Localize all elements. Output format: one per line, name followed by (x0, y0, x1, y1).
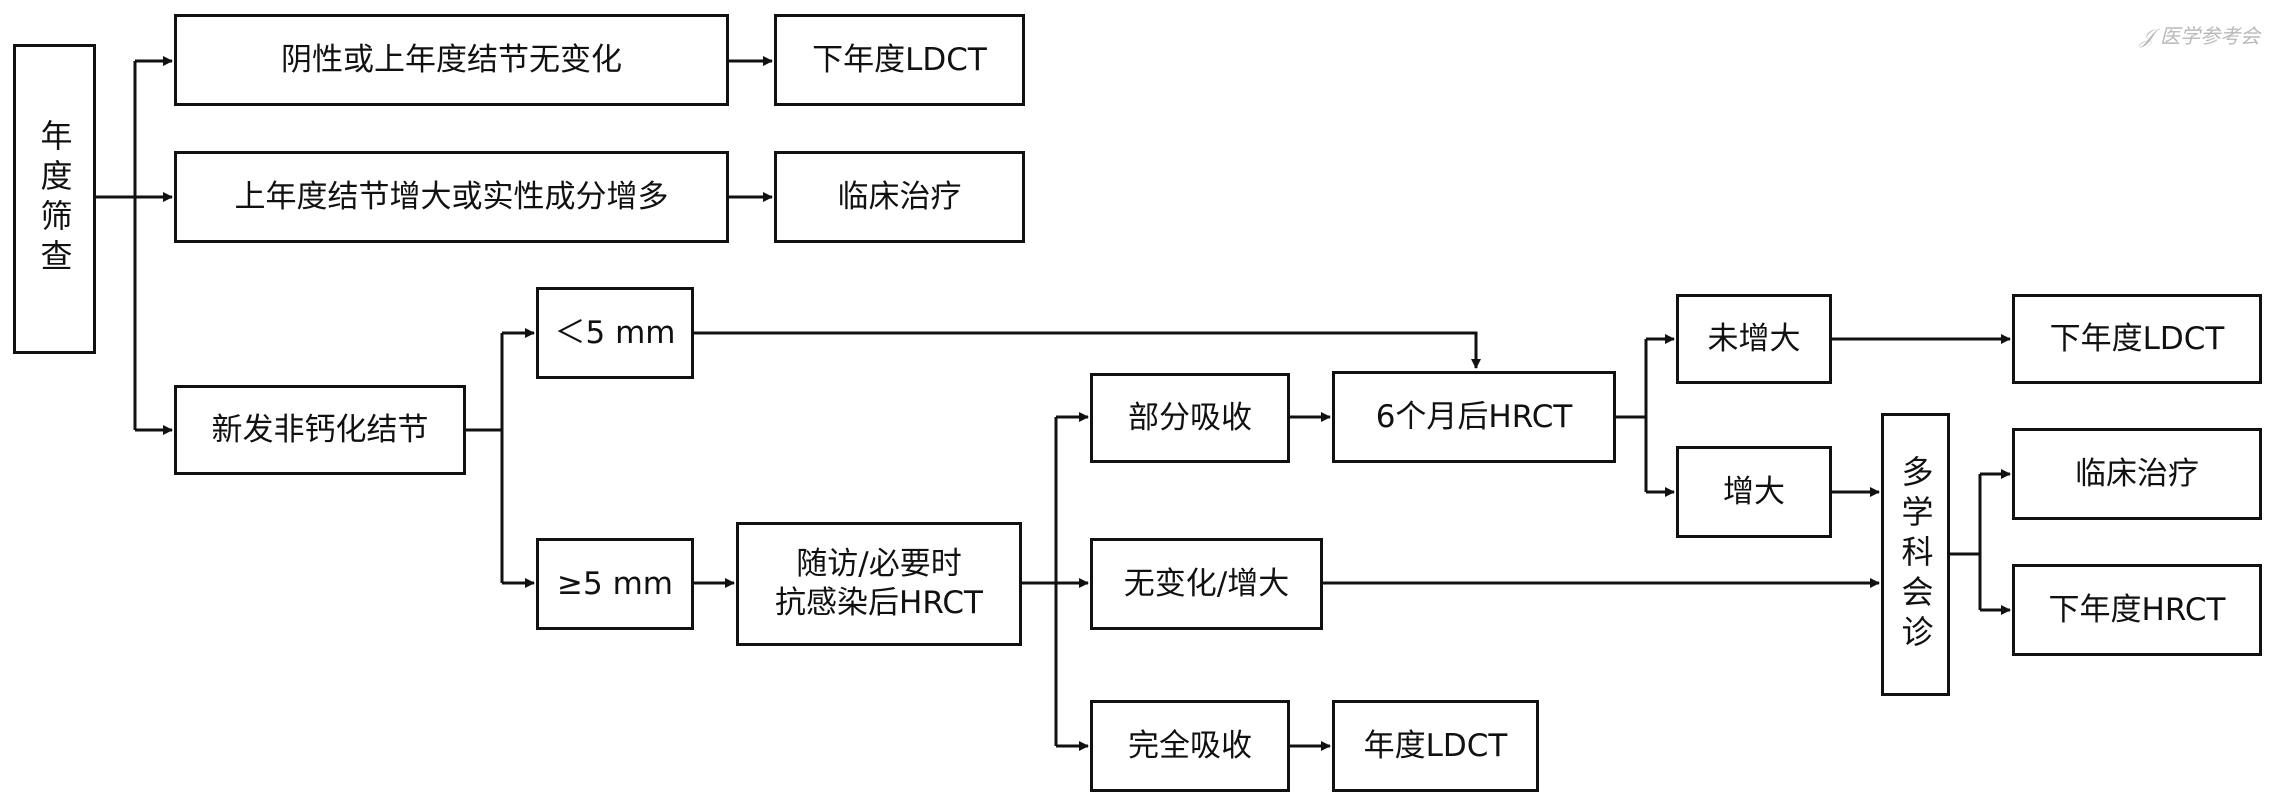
node-mdt-label: 多学科会诊 (1896, 454, 1935, 655)
node-next-ldct-1-label: 下年度LDCT (812, 41, 987, 78)
node-partial-absorb-label: 部分吸收 (1128, 399, 1252, 436)
node-annual-screening-label: 年度筛查 (35, 119, 74, 279)
node-ge5mm: ≥5 mm (536, 538, 694, 630)
node-no-change-enlarged-label: 无变化/增大 (1123, 565, 1290, 602)
arrow-lt5-to-hrct6m (694, 331, 1481, 369)
node-annual-screening: 年度筛查 (13, 44, 96, 354)
node-clinical-treatment-2-label: 临床治疗 (2075, 455, 2199, 492)
node-no-change-enlarged: 无变化/增大 (1090, 538, 1323, 630)
node-enlarged-label: 增大 (1723, 473, 1785, 510)
node-complete-absorb: 完全吸收 (1090, 700, 1290, 792)
node-next-ldct-1: 下年度LDCT (774, 14, 1025, 106)
node-hrct-6m: 6个月后HRCT (1332, 371, 1616, 463)
node-negative-unchanged: 阴性或上年度结节无变化 (174, 14, 729, 106)
node-followup-hrct-label: 随访/必要时 抗感染后HRCT (775, 546, 983, 621)
node-next-hrct: 下年度HRCT (2012, 564, 2262, 656)
node-clinical-treatment-1: 临床治疗 (774, 151, 1025, 243)
node-clinical-treatment-2: 临床治疗 (2012, 428, 2262, 520)
node-mdt: 多学科会诊 (1881, 413, 1950, 696)
node-not-enlarged: 未增大 (1676, 294, 1832, 384)
node-nodule-enlarged-solid: 上年度结节增大或实性成分增多 (174, 151, 729, 243)
node-next-ldct-2: 下年度LDCT (2012, 294, 2262, 384)
node-partial-absorb: 部分吸收 (1090, 373, 1290, 463)
node-not-enlarged-label: 未增大 (1707, 320, 1801, 357)
node-complete-absorb-label: 完全吸收 (1128, 727, 1252, 764)
node-hrct-6m-label: 6个月后HRCT (1375, 398, 1573, 435)
node-lt5mm: ＜5 mm (536, 287, 694, 379)
node-ge5mm-label: ≥5 mm (557, 565, 673, 602)
node-clinical-treatment-1-label: 临床治疗 (837, 178, 962, 215)
node-negative-unchanged-label: 阴性或上年度结节无变化 (281, 41, 622, 78)
node-nodule-enlarged-solid-label: 上年度结节增大或实性成分增多 (234, 178, 669, 215)
node-next-ldct-2-label: 下年度LDCT (2049, 320, 2225, 357)
node-new-noncalcified: 新发非钙化结节 (174, 385, 466, 475)
node-new-noncalcified-label: 新发非钙化结节 (211, 411, 429, 448)
node-enlarged: 增大 (1676, 446, 1832, 538)
node-lt5mm-label: ＜5 mm (554, 314, 676, 351)
node-next-hrct-label: 下年度HRCT (2048, 591, 2226, 628)
watermark: 𝒥 医学参考会 (2140, 24, 2261, 48)
node-annual-ldct: 年度LDCT (1332, 700, 1539, 792)
node-followup-hrct: 随访/必要时 抗感染后HRCT (736, 522, 1022, 646)
node-annual-ldct-label: 年度LDCT (1363, 727, 1508, 764)
